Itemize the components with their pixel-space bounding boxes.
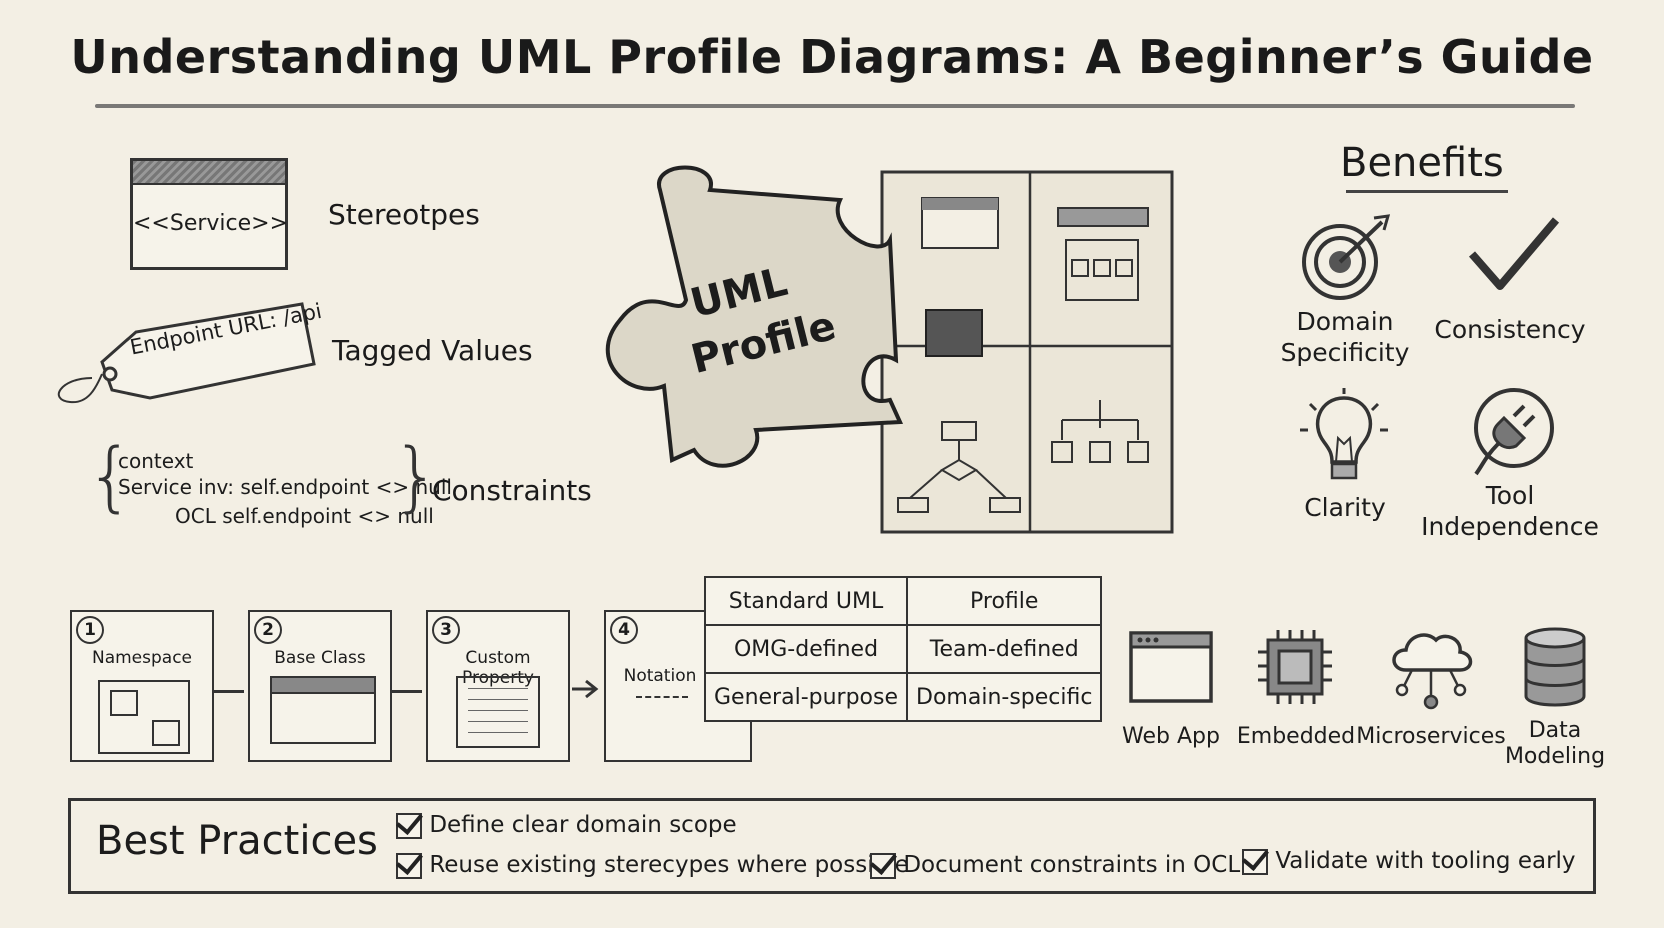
- class-header-bar: [272, 678, 374, 694]
- table-row: OMG-defined Team-defined: [703, 624, 1103, 674]
- step-label: Notation: [623, 666, 697, 686]
- best-practice-text: Reuse existing sterecypes where possible: [429, 852, 909, 878]
- table-header-row: Standard UML Profile: [703, 576, 1103, 626]
- page-title: Understanding UML Profile Diagrams: A Be…: [70, 30, 1594, 84]
- notation-dash: [636, 696, 688, 698]
- plug-icon: [1474, 388, 1554, 476]
- target-icon: [1302, 214, 1390, 300]
- step-namespace: 1 Namespace: [70, 610, 214, 762]
- class-header-bar: [133, 161, 285, 185]
- step-number: 2: [254, 616, 282, 644]
- tag-icon: [57, 302, 316, 404]
- platform-microservices: Microservices: [1356, 724, 1506, 749]
- ocl-line-1: context: [118, 449, 194, 473]
- platform-data-modeling: Data Modeling: [1500, 718, 1610, 770]
- namespace-frame: [98, 680, 190, 754]
- benefit-label-line2: Independence: [1421, 512, 1599, 541]
- best-practice-item: Validate with tooling early: [1242, 848, 1576, 875]
- namespace-element: [152, 720, 180, 746]
- namespace-element: [110, 690, 138, 716]
- platform-label-line1: Data: [1528, 718, 1582, 743]
- class-shape: [270, 676, 376, 744]
- browser-window-icon: [1129, 631, 1213, 703]
- comparison-table: Standard UML Profile OMG-defined Team-de…: [703, 576, 1103, 722]
- table-row: General-purpose Domain-specific: [703, 672, 1103, 722]
- platform-web-app: Web App: [1122, 724, 1220, 749]
- checkbox-checked-icon: [396, 852, 422, 879]
- best-practices-panel: [68, 798, 1596, 894]
- table-cell: Team-defined: [906, 624, 1103, 674]
- benefits-title: Benefits: [1340, 140, 1504, 186]
- table-cell: General-purpose: [703, 672, 909, 722]
- ocl-line-2: Service inv: self.endpoint <> null: [118, 475, 452, 499]
- benefit-label-line2: Specificity: [1280, 338, 1410, 367]
- right-brace: }: [392, 431, 441, 520]
- step-label: Base Class: [274, 648, 366, 668]
- checkmark-icon: [1468, 217, 1560, 290]
- step-number: 4: [610, 616, 638, 644]
- cloud-network-icon: [1392, 633, 1473, 710]
- best-practices-title: Best Practices: [96, 818, 378, 864]
- stereotypes-label: Stereotpes: [328, 198, 480, 231]
- table-cell: OMG-defined: [703, 624, 909, 674]
- best-practice-item: Reuse existing sterecypes where possible: [396, 852, 909, 879]
- stereotype-class-box: <<Service>>: [130, 158, 288, 270]
- connector-line: [392, 690, 422, 693]
- benefit-clarity: Clarity: [1304, 493, 1386, 522]
- platform-label-line2: Modeling: [1504, 744, 1606, 769]
- benefit-domain-specificity: Domain Specificity: [1270, 306, 1420, 368]
- property-sheet-icon: [456, 676, 540, 748]
- benefit-label-line1: Tool: [1485, 481, 1535, 510]
- best-practice-text: Document constraints in OCL: [903, 852, 1241, 878]
- table-header: Standard UML: [703, 576, 909, 626]
- step-label: Custom Property: [462, 648, 534, 688]
- step-number: 3: [432, 616, 460, 644]
- best-practice-item: Define clear domain scope: [396, 812, 737, 839]
- table-cell: Domain-specific: [906, 672, 1103, 722]
- platform-embedded: Embedded: [1236, 724, 1356, 749]
- step-number: 1: [76, 616, 104, 644]
- best-practice-text: Define clear domain scope: [429, 812, 737, 838]
- checkbox-checked-icon: [396, 812, 422, 839]
- lightbulb-icon: [1300, 388, 1388, 480]
- step-base-class: 2 Base Class: [248, 610, 392, 762]
- table-header: Profile: [906, 576, 1103, 626]
- title-underline: [95, 104, 1575, 108]
- arrow-right-icon: [572, 679, 599, 699]
- checkbox-checked-icon: [1242, 848, 1268, 875]
- tagged-values-label: Tagged Values: [332, 334, 533, 367]
- puzzle-diagram: [605, 165, 1174, 534]
- benefits-underline: [1346, 190, 1508, 193]
- step-label: Namespace: [91, 648, 193, 668]
- database-icon: [1524, 627, 1586, 707]
- constraints-label: Constraints: [432, 474, 592, 507]
- ocl-line-3: OCL self.endpoint <> null: [175, 504, 434, 528]
- left-brace: {: [86, 431, 135, 520]
- step-custom-property: 3 Custom Property: [426, 610, 570, 762]
- best-practice-item: Document constraints in OCL: [870, 852, 1240, 879]
- benefit-label-line1: Domain: [1296, 307, 1394, 336]
- stereotype-text: <<Service>>: [133, 211, 289, 236]
- checkbox-checked-icon: [870, 852, 896, 879]
- best-practice-text: Validate with tooling early: [1275, 848, 1576, 874]
- benefit-tool-independence: Tool Independence: [1420, 480, 1600, 542]
- benefit-consistency: Consistency: [1434, 315, 1586, 344]
- connector-line: [214, 690, 244, 693]
- chip-icon: [1258, 630, 1332, 704]
